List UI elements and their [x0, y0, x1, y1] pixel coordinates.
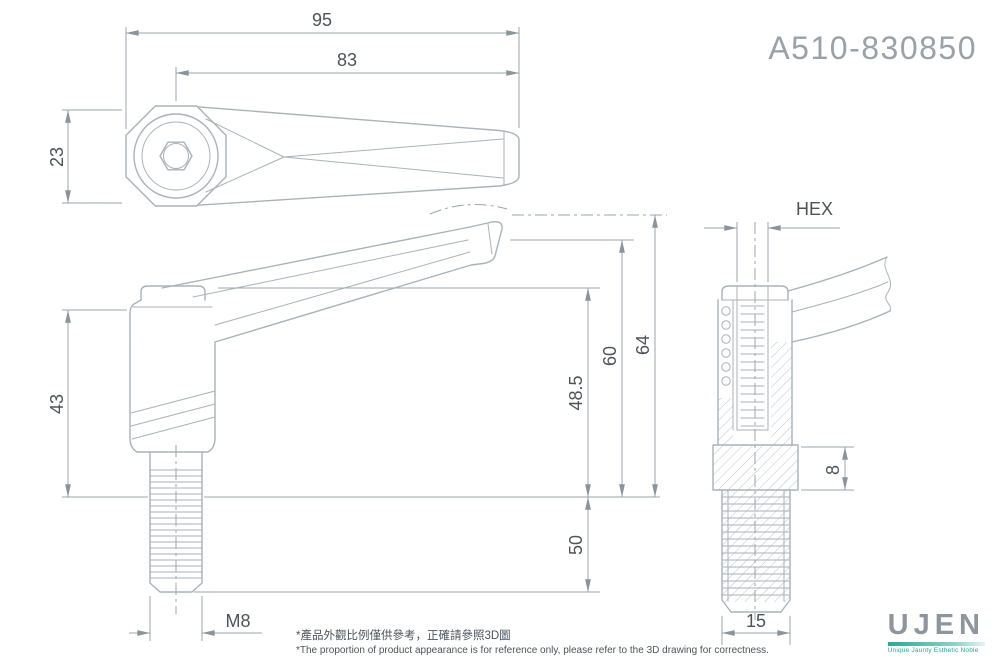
dim-thread-spec: M8: [225, 611, 250, 631]
logo-wordmark: UJEN: [887, 609, 985, 641]
dim-thread-length: 50: [566, 535, 586, 555]
part-number: A510-830850: [768, 30, 977, 66]
dim-head-width: 23: [47, 147, 67, 167]
section-view: [712, 222, 892, 620]
note-english: *The proportion of product appearance is…: [296, 645, 769, 656]
note-chinese: *產品外觀比例僅供參考，正確請參照3D圖: [296, 630, 511, 642]
dim-handle-mid-height: 60: [600, 346, 620, 366]
dim-handle-length: 83: [337, 50, 357, 70]
dim-hex-socket: HEX: [796, 199, 833, 219]
side-view: [129, 204, 508, 614]
dim-overall-length: 95: [312, 10, 332, 30]
break-line: [884, 256, 892, 312]
dim-handle-tip-height: 64: [633, 335, 653, 355]
dim-stud-top-height: 48.5: [566, 375, 586, 410]
dimension-labels: 95 83 23 43 48.5 60 64 50 M8 HEX 8 15: [47, 10, 843, 631]
dim-body-height: 43: [47, 394, 67, 414]
logo-tagline: Unique Jaunty Esthetic Noble: [887, 647, 979, 654]
logo-accent-bar: [887, 642, 985, 646]
disclaimer-notes: *產品外觀比例僅供參考，正確請參照3D圖 *The proportion of …: [296, 627, 769, 656]
top-view: [125, 105, 520, 207]
dim-collar-height: 8: [823, 465, 843, 475]
dimension-lines: [62, 27, 854, 645]
spring-coil-section: [721, 306, 731, 386]
ujen-logo: UJEN Unique Jaunty Esthetic Noble: [887, 609, 985, 654]
dim-base-width: 15: [746, 611, 766, 631]
hex-socket: [159, 141, 193, 171]
